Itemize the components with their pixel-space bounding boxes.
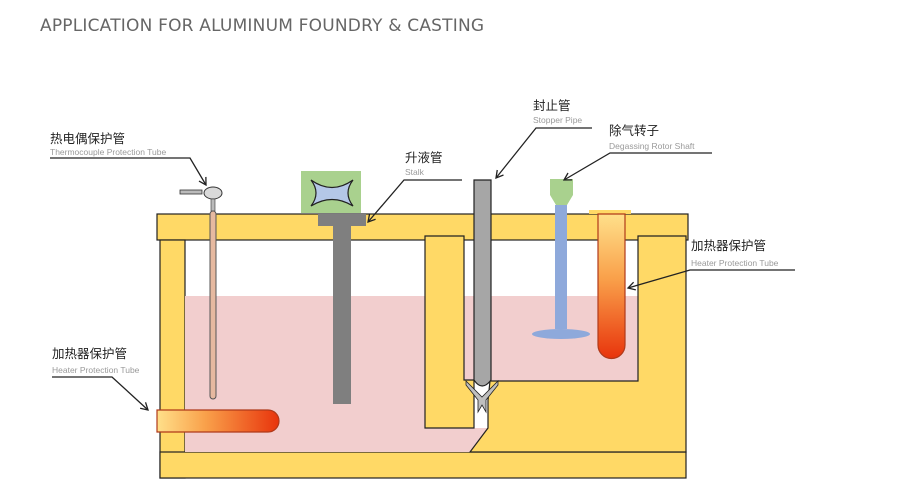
leader-stalk (367, 179, 462, 223)
leader-stopper (495, 127, 592, 180)
label-degassing-cn: 除气转子 (609, 123, 659, 138)
label-stalk-en: Stalk (405, 167, 425, 177)
stopper-pipe (465, 179, 499, 414)
leader-heater-left (52, 376, 149, 411)
label-thermocouple-cn: 热电偶保护管 (50, 131, 125, 146)
label-degassing-en: Degassing Rotor Shaft (609, 141, 695, 151)
label-stopper-cn: 封止管 (533, 98, 571, 113)
leader-heater-right (626, 269, 795, 291)
label-stalk-cn: 升液管 (405, 150, 443, 165)
stalk (301, 171, 366, 404)
label-stopper-en: Stopper Pipe (533, 115, 582, 125)
leader-thermocouple (50, 157, 207, 187)
right-lower-block (468, 235, 687, 453)
label-heater-left-en: Heater Protection Tube (52, 365, 140, 375)
degassing-rotor (532, 179, 590, 339)
label-heater-left-cn: 加热器保护管 (52, 346, 127, 361)
leader-degassing (562, 152, 712, 181)
heater-tube-left (156, 409, 280, 433)
leader-lines (50, 127, 795, 411)
label-thermocouple-en: Thermocouple Protection Tube (50, 147, 167, 157)
page-subtitle: APPLICATION FOR ALUMINUM FOUNDRY & CASTI… (40, 16, 485, 36)
label-heater-right-cn: 加热器保护管 (691, 238, 766, 253)
label-heater-right-en: Heater Protection Tube (691, 258, 779, 268)
thermocouple-tube (179, 186, 223, 400)
heater-tube-right (589, 210, 631, 360)
